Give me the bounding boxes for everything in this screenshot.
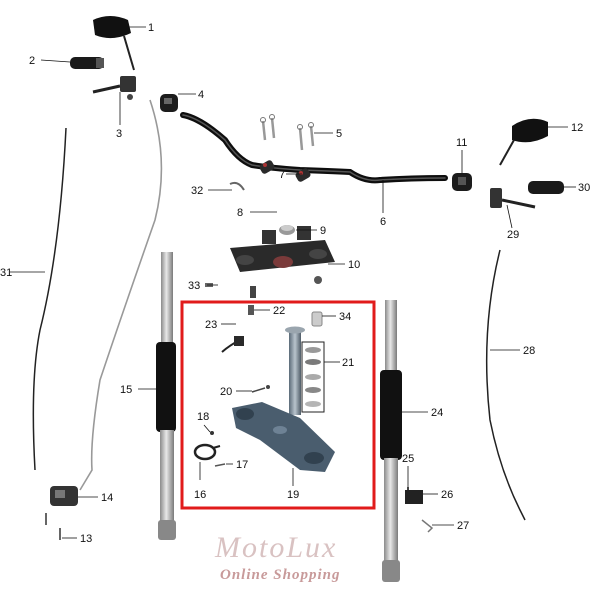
- callout-23: 23: [205, 319, 217, 331]
- callout-2: 2: [29, 55, 35, 67]
- leader-lines: [10, 26, 576, 539]
- callout-24: 24: [431, 407, 443, 419]
- callout-1: 1: [148, 22, 154, 34]
- right-grip: [528, 181, 564, 194]
- callout-15: 15: [120, 384, 132, 396]
- callout-7: 7: [279, 169, 285, 181]
- brake-cable-28: [485, 249, 526, 521]
- callout-11: 11: [456, 137, 467, 149]
- bracket-26: [405, 490, 423, 504]
- pin-18: [210, 431, 214, 435]
- clip-27: [421, 519, 434, 533]
- steering-stem: [285, 326, 305, 415]
- callout-10: 10: [348, 259, 360, 271]
- screw-20: [251, 385, 270, 393]
- screw-17: [214, 463, 226, 467]
- upper-triple-clamp: [230, 226, 335, 284]
- watermark-brand: MotoLux: [214, 531, 337, 564]
- callout-34: 34: [339, 311, 351, 323]
- throttle-housing: [452, 173, 472, 191]
- bracket-34: [311, 311, 323, 327]
- cap-nut: [279, 225, 295, 235]
- left-switch-housing: [160, 94, 178, 112]
- callout-30: 30: [578, 182, 590, 194]
- callout-9: 9: [320, 225, 326, 237]
- cable-clip: [229, 181, 245, 191]
- callout-8: 8: [237, 207, 243, 219]
- watermark-tagline: Online Shopping: [220, 567, 340, 583]
- callout-13: 13: [80, 533, 92, 545]
- callout-17: 17: [236, 459, 248, 471]
- callout-25: 25: [402, 453, 414, 465]
- bolt-22: [248, 305, 254, 315]
- screws-13: [45, 513, 61, 540]
- right-fork-leg: [380, 300, 402, 582]
- callout-26: 26: [441, 489, 453, 501]
- watermark: MotoLux Online Shopping: [214, 531, 340, 583]
- callout-33: 33: [188, 280, 200, 292]
- callout-4: 4: [198, 89, 204, 101]
- handlebar-clamp-bolts: [260, 114, 315, 151]
- caliper-14: [50, 486, 78, 506]
- left-grip: [70, 57, 104, 69]
- callout-28: 28: [523, 345, 535, 357]
- callout-14: 14: [101, 492, 113, 504]
- throttle-cable-31: [32, 127, 67, 471]
- highlight-box: [180, 300, 376, 510]
- callout-29: 29: [507, 229, 519, 241]
- brake-lever-assembly: [490, 188, 536, 209]
- callout-12: 12: [571, 122, 583, 134]
- hose-clamp-16: [193, 443, 221, 461]
- callout-21: 21: [342, 357, 354, 369]
- left-fork-leg: [156, 252, 176, 540]
- cable-guide-23: [221, 336, 244, 353]
- callout-27: 27: [457, 520, 469, 532]
- clutch-cable: [79, 99, 163, 491]
- callout-18: 18: [197, 411, 209, 423]
- handlebar: [180, 112, 448, 184]
- callout-19: 19: [287, 489, 299, 501]
- callout-22: 22: [273, 305, 285, 317]
- lower-triple-clamp: [232, 402, 335, 472]
- bearing-set-21: [301, 341, 325, 413]
- callout-3: 3: [116, 128, 122, 140]
- callout-20: 20: [220, 386, 232, 398]
- callout-5: 5: [336, 128, 342, 140]
- clutch-lever-assembly: [92, 76, 136, 100]
- callout-31: 31: [0, 267, 12, 279]
- callout-32: 32: [191, 185, 203, 197]
- callout-labels: 1 2 3 4 5 6 7 8 9 10 11 12 13 14 15 16 1…: [0, 22, 590, 545]
- callout-16: 16: [194, 489, 206, 501]
- callout-6: 6: [380, 216, 386, 228]
- right-mirror: [499, 118, 548, 166]
- left-mirror: [93, 16, 135, 71]
